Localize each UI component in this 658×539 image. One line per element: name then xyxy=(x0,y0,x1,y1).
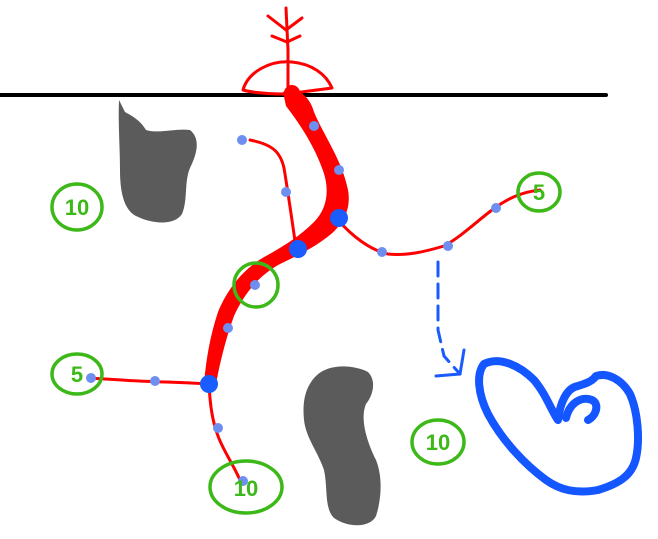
rock-upper xyxy=(118,100,197,223)
label-circle-left-top xyxy=(50,182,104,232)
node-minor xyxy=(223,323,233,333)
node-minor xyxy=(281,187,291,197)
node-major xyxy=(330,209,348,227)
label-left-mid: 5 xyxy=(71,362,83,387)
label-bottom-right: 10 xyxy=(426,430,450,455)
root-bottom xyxy=(207,382,242,482)
node-minor xyxy=(150,376,160,386)
label-circle-right-top xyxy=(516,171,562,213)
node-minor xyxy=(86,373,96,383)
hand-icon xyxy=(475,357,642,496)
root-nodes xyxy=(86,85,501,486)
root-right xyxy=(336,188,542,256)
dashed-arrow-icon xyxy=(434,260,466,378)
node-minor xyxy=(213,423,223,433)
node-minor xyxy=(250,280,260,290)
node-major xyxy=(200,375,218,393)
node-minor xyxy=(377,247,387,257)
root-left-mid xyxy=(86,376,211,386)
rock-lower xyxy=(303,366,381,526)
plant-sprout-icon xyxy=(241,6,334,96)
node-minor xyxy=(237,135,247,145)
main-root xyxy=(204,89,349,384)
label-circle-bottom-right xyxy=(410,418,466,466)
node-minor xyxy=(443,241,453,251)
label-circles xyxy=(50,171,562,515)
node-minor xyxy=(491,203,501,213)
label-circle-left-mid xyxy=(50,352,104,396)
label-right-top: 5 xyxy=(533,180,545,205)
node-major xyxy=(289,240,307,258)
label-left-top: 10 xyxy=(65,195,89,220)
node-top xyxy=(284,85,300,101)
node-minor xyxy=(309,121,319,131)
node-minor xyxy=(334,165,344,175)
root-left-upper xyxy=(248,138,298,250)
label-circle-node xyxy=(232,261,280,309)
node-minor xyxy=(238,476,248,486)
label-circle-bottom-mid xyxy=(208,459,284,515)
label-bottom-mid: 10 xyxy=(234,476,258,501)
